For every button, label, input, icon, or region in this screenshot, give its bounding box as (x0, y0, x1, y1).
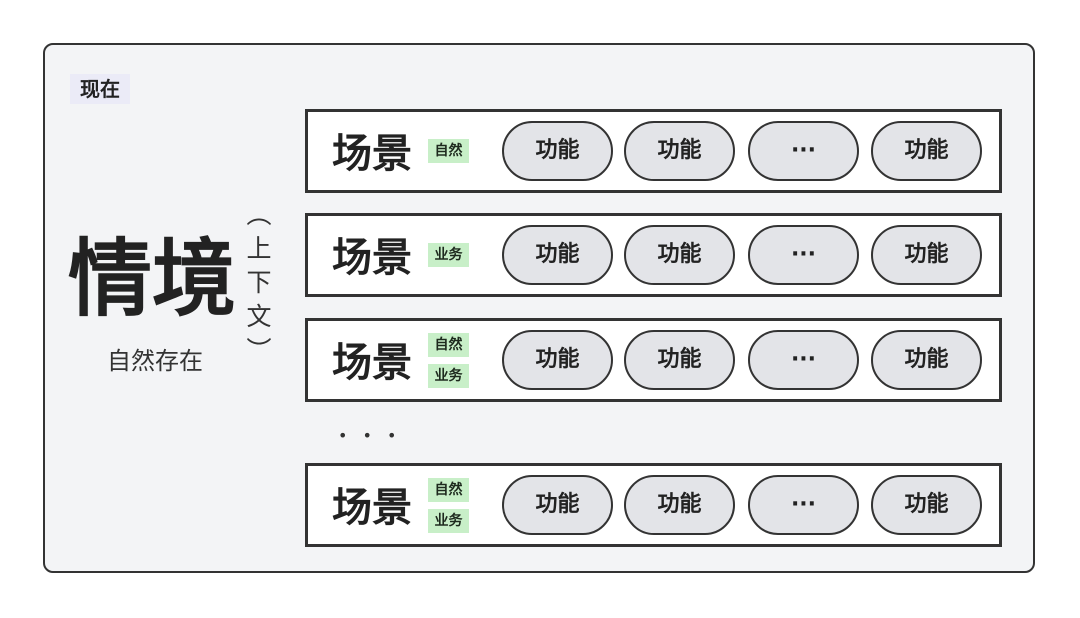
context-note-vertical: （上下文） (243, 201, 272, 371)
function-pill-more: ··· (748, 475, 859, 535)
function-pill: 功能 (871, 475, 982, 535)
context-subtitle: 自然存在 (107, 347, 203, 375)
scene-label: 场景 (332, 131, 412, 177)
function-pill: 功能 (624, 330, 735, 390)
function-pill: 功能 (502, 475, 613, 535)
scene-label: 场景 (332, 235, 412, 281)
scene-tags: 自然 业务 (428, 466, 469, 544)
scene-tag: 业务 (428, 363, 469, 388)
function-pill: 功能 (502, 330, 613, 390)
function-pill-more: ··· (748, 330, 859, 390)
context-title: 情境 (68, 230, 237, 328)
scene-label: 场景 (332, 485, 412, 531)
scene-row: 场景 自然 功能 功能 ··· 功能 (305, 109, 1002, 193)
scene-tags: 自然 (428, 112, 469, 190)
scene-tag: 业务 (428, 243, 469, 267)
scene-tag: 自然 (428, 139, 469, 163)
function-pill-more: ··· (748, 225, 859, 285)
time-tag: 现在 (70, 74, 130, 104)
scene-label: 场景 (332, 340, 412, 386)
function-pill: 功能 (624, 121, 735, 181)
scene-row: 场景 自然 业务 功能 功能 ··· 功能 (305, 463, 1002, 547)
more-rows-ellipsis: • • • (338, 426, 402, 445)
scene-row: 场景 自然 业务 功能 功能 ··· 功能 (305, 318, 1002, 402)
scene-tag: 自然 (428, 332, 469, 357)
function-pill: 功能 (502, 225, 613, 285)
scene-tag: 业务 (428, 508, 469, 533)
function-pill: 功能 (871, 330, 982, 390)
function-pill: 功能 (502, 121, 613, 181)
scene-tags: 自然 业务 (428, 321, 469, 399)
scene-tags: 业务 (428, 216, 469, 294)
function-pill: 功能 (871, 225, 982, 285)
scene-tag: 自然 (428, 477, 469, 502)
function-pill: 功能 (871, 121, 982, 181)
scene-row: 场景 业务 功能 功能 ··· 功能 (305, 213, 1002, 297)
function-pill: 功能 (624, 475, 735, 535)
function-pill: 功能 (624, 225, 735, 285)
function-pill-more: ··· (748, 121, 859, 181)
